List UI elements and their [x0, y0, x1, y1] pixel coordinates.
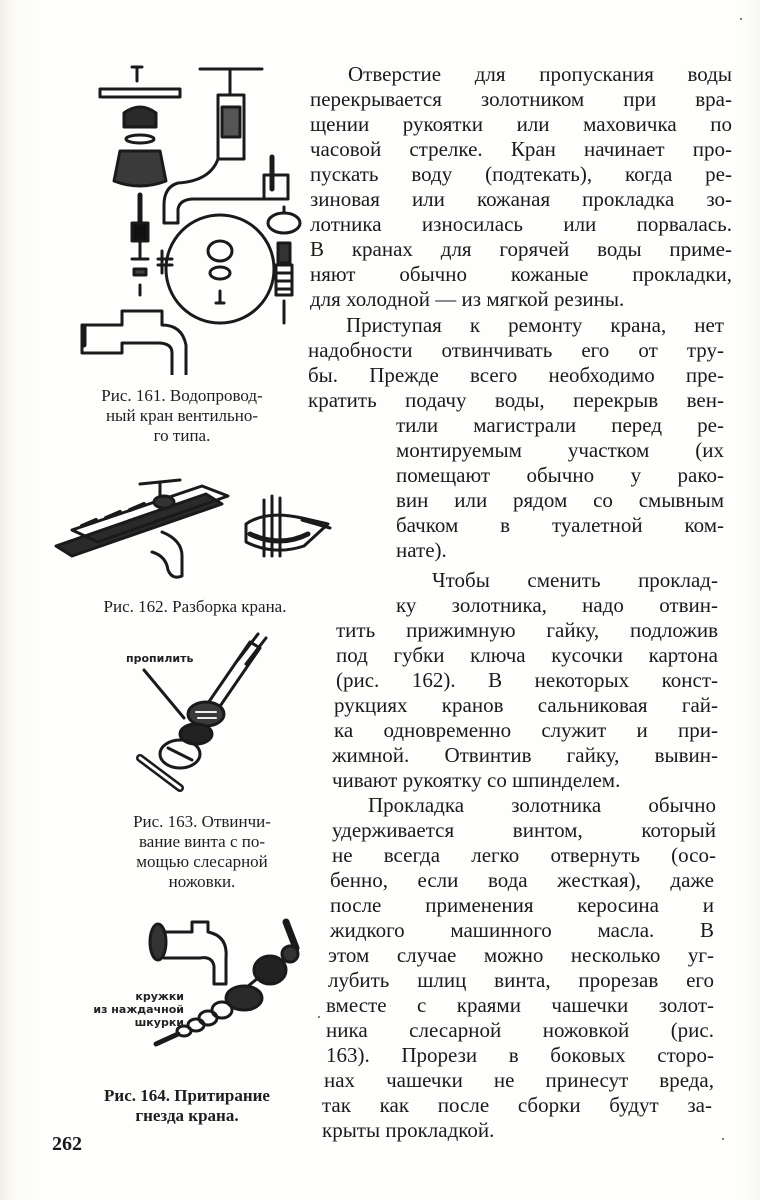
text-line: (рис. 162). В некоторых конст-: [336, 668, 718, 692]
text-line: часовой стрелке. Кран начинает про-: [310, 137, 732, 161]
text-line: 163). Прорези в боковых сторо-: [326, 1043, 714, 1067]
figure-162-caption: Рис. 162. Разборка крана.: [103, 597, 287, 616]
figure-161-caption: Рис. 161. Водопровод- ный кран вентильно…: [101, 386, 263, 445]
text-line: нате).: [396, 538, 447, 562]
text-line: чивают рукоятку со шпинделем.: [332, 768, 621, 792]
figure-164-caption: Рис. 164. Притирание гнезда крана.: [104, 1086, 270, 1125]
text-line: пускать воду (подтекать), когда ре-: [310, 162, 732, 186]
text-line: ка одновременно служит и при-: [334, 718, 718, 742]
text-line: нах чашечки не принесут вреда,: [324, 1068, 714, 1092]
figure-163-hacksaw: [126, 630, 276, 800]
text-line: под губки ключа кусочки картона: [336, 643, 718, 667]
text-line: бенно, если вода жесткая), даже: [330, 868, 714, 892]
text-line: жидкого машинного масла. В: [330, 918, 714, 942]
figure-164-seat-lapping: [140, 918, 310, 1058]
text-line: зиновая или кожаная прокладка зо-: [310, 187, 732, 211]
figure-161-tap-exploded: [62, 55, 312, 375]
text-line: тили магистрали перед ре-: [396, 413, 724, 437]
text-line: Отверстие для пропускания воды: [348, 62, 732, 86]
figure-163-caption: Рис. 163. Отвинчи- вание винта с по- мощ…: [133, 812, 271, 891]
text-line: бачком в туалетной ком-: [396, 513, 724, 537]
text-line: Приступая к ремонту крана, нет: [346, 313, 724, 337]
text-line: для холодной — из мягкой резины.: [310, 287, 625, 311]
text-line: так как после сборки будут за-: [322, 1093, 712, 1117]
text-line: жимной. Отвинтив гайку, вывин-: [332, 743, 718, 767]
text-line: Прокладка золотника обычно: [368, 793, 716, 817]
text-line: няют обычно кожаные прокладки,: [310, 262, 732, 286]
text-line: вин или рядом со смывным: [396, 488, 724, 512]
text-line: Чтобы сменить проклад-: [432, 568, 718, 592]
text-line: крыты прокладкой.: [322, 1118, 495, 1142]
text-line: В кранах для горячей воды приме-: [310, 237, 732, 261]
text-line: щении рукоятки или маховичка по: [310, 112, 732, 136]
text-line: вместе с краями чашечки золот-: [326, 993, 714, 1017]
scan-speck: [740, 18, 742, 20]
text-line: удерживается винтом, который: [332, 818, 716, 842]
hacksaw-on-screw-illustration: [136, 632, 268, 792]
text-line: кратить подачу воды, перекрыв вен-: [308, 388, 724, 412]
text-line: рукциях кранов сальниковая гай-: [334, 693, 718, 717]
text-line: надобности отвинчивать его от тру-: [308, 338, 724, 362]
valve-tap-exploded-illustration: [80, 65, 302, 375]
text-line: после применения керосина и: [330, 893, 714, 917]
page-number: 262: [52, 1133, 82, 1155]
text-line: помещают обычно у рако-: [396, 463, 724, 487]
text-line: лубить шлиц винта, прорезав его: [328, 968, 714, 992]
figure-164-label-emery-discs: кружки из наждачной шкурки: [93, 990, 184, 1029]
tap-and-spindle-illustration: [148, 918, 300, 1047]
text-line: бы. Прежде всего необходимо пре-: [308, 363, 724, 387]
text-line: этом случае можно несколько уг-: [328, 943, 714, 967]
figure-163-label-saw-here: пропилить: [126, 652, 194, 665]
text-line: перекрывается золотником при вра-: [310, 87, 732, 111]
wrench-on-tap-illustration: [54, 478, 332, 579]
scan-speck: [722, 1138, 724, 1140]
text-line: тить прижимную гайку, подложив: [336, 618, 718, 642]
text-line: ника слесарной ножовкой (рис.: [326, 1018, 714, 1042]
figure-162-tap-disassembly: [52, 472, 342, 587]
text-line: лотника износилась или порвалась.: [310, 212, 732, 236]
text-line: не всегда легко отвернуть (осо-: [332, 843, 716, 867]
text-line: монтируемым участком (их: [396, 438, 724, 462]
text-line: ку золотника, надо отвин-: [396, 593, 718, 617]
scan-speck: [318, 1016, 320, 1018]
